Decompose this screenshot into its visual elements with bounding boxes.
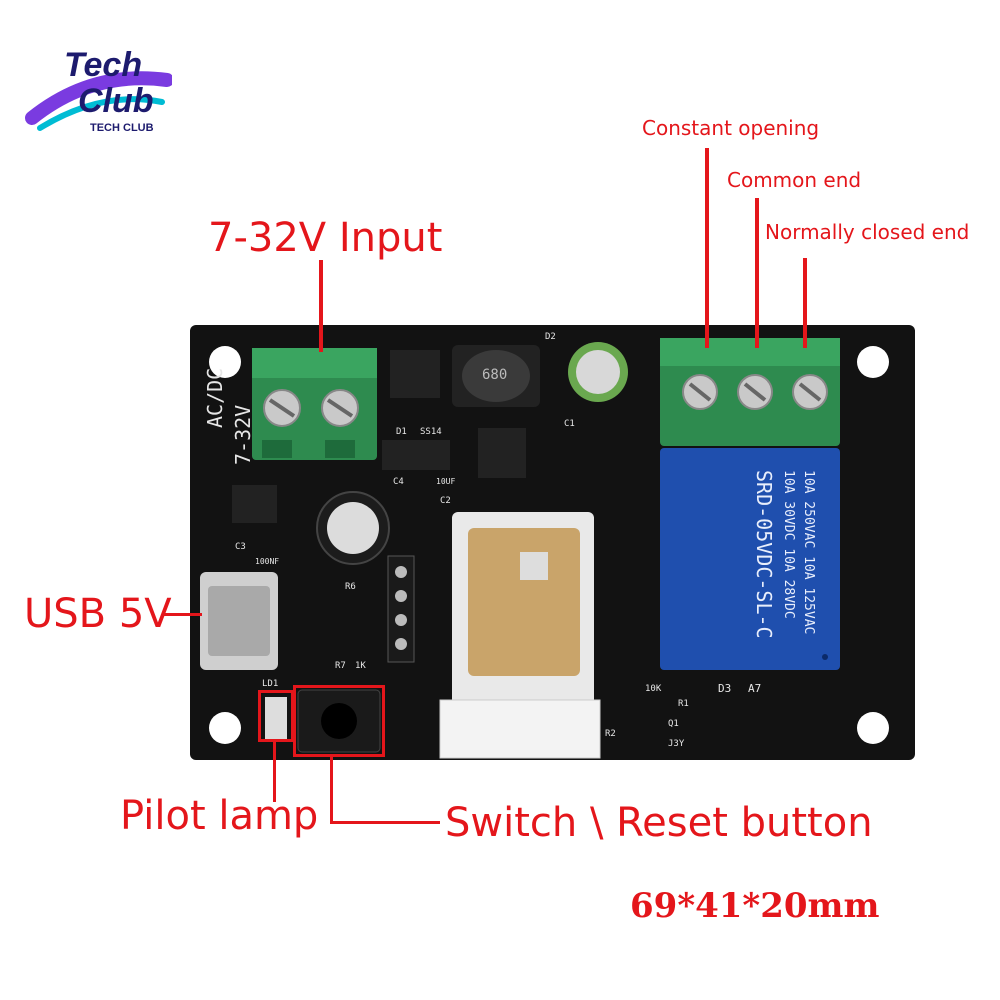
silk-j3y: J3Y (668, 739, 685, 749)
silk-c1: C1 (564, 419, 575, 429)
relay-line-1: 10A 250VAC 10A 125VAC (801, 470, 816, 635)
silk-10uf: 10UF (436, 477, 456, 486)
common-end-label: Common end (727, 168, 862, 192)
pilot-lamp-label: Pilot lamp (120, 793, 319, 839)
inductor-label: 680 (482, 367, 508, 383)
silk-100nf: 100NF (255, 557, 280, 566)
silk-r1: R1 (678, 699, 689, 709)
ic-chip (390, 350, 440, 398)
silk-a7: A7 (748, 682, 762, 695)
silk-d1: D1 (396, 427, 407, 437)
techclub-logo: Tech Club TECH CLUB (22, 40, 172, 150)
usb-label: USB 5V (24, 591, 172, 637)
mount-hole (857, 712, 889, 744)
mount-hole (857, 346, 889, 378)
constant-opening-label: Constant opening (642, 116, 820, 140)
silk-10k: 10K (645, 684, 662, 694)
input-label: 7-32V Input (208, 215, 443, 261)
silk-c3: C3 (235, 542, 246, 552)
relay-line-2: 10A 30VDC 10A 28VDC (781, 470, 796, 619)
silk-d2: D2 (545, 332, 556, 342)
logo-tagline: TECH CLUB (90, 122, 154, 134)
silk-acdc: AC/DC (203, 367, 227, 428)
logo-line2: Club (78, 82, 154, 120)
silk-c2: C2 (440, 496, 451, 506)
silk-ld1: LD1 (262, 679, 279, 689)
silk-c4: C4 (393, 477, 404, 487)
normally-closed-label: Normally closed end (765, 220, 970, 244)
ic-chip (232, 485, 277, 523)
relay-line-3: SRD-05VDC-SL-C (752, 470, 776, 639)
silk-r7: R7 (335, 661, 346, 671)
switch-reset-label: Switch \ Reset button (445, 800, 873, 846)
relay (660, 448, 840, 670)
mount-hole (209, 712, 241, 744)
silk-q1: Q1 (668, 719, 679, 729)
pilot-led (265, 697, 287, 739)
silk-voltage: 7-32V (231, 404, 255, 465)
pilot-lamp-highlight (258, 690, 294, 742)
output-terminal (660, 338, 840, 446)
logo-line1: Tech (64, 46, 143, 84)
silk-r6: R6 (345, 582, 356, 592)
reset-button-highlight (293, 685, 385, 757)
silk-ss14: SS14 (420, 427, 442, 437)
input-terminal (252, 348, 377, 460)
silk-r2: R2 (605, 729, 616, 739)
mount-hole (209, 346, 241, 378)
ic-chip (382, 440, 450, 470)
silk-d3: D3 (718, 682, 732, 695)
silk-1k: 1K (355, 661, 366, 671)
ic-chip (478, 428, 526, 478)
relay-markings: 10A 250VAC 10A 125VAC 10A 30VDC 10A 28VD… (750, 470, 818, 670)
dimensions-label: 69*41*20mm (630, 886, 880, 926)
logo-swoosh-icon (25, 71, 172, 131)
